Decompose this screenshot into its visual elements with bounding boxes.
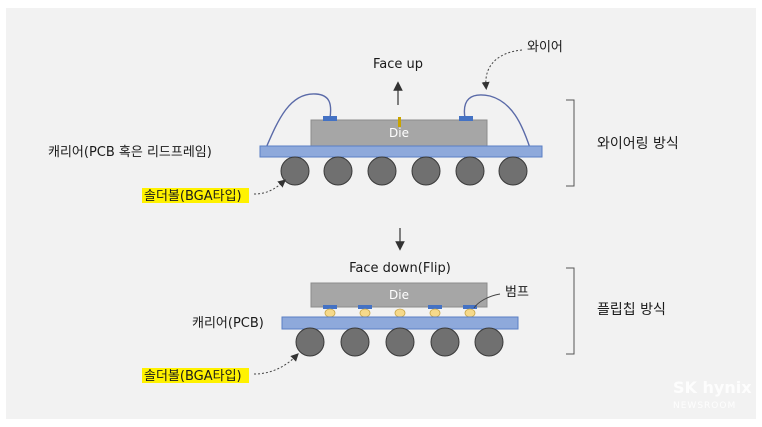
solder-ball (280, 156, 310, 186)
face-down-label: Face down(Flip) (349, 261, 451, 276)
right-bond-wire (463, 94, 531, 149)
die-facedown (310, 282, 488, 308)
wire-label: 와이어 (527, 40, 563, 55)
bump (394, 308, 406, 318)
die-label-top: Die (389, 126, 409, 140)
die-label-bottom: Die (389, 288, 409, 302)
solder-ball (340, 327, 370, 357)
solder-ball (385, 327, 415, 357)
bump (324, 308, 336, 318)
solder-ball (474, 327, 504, 357)
carrier-label-top: 캐리어(PCB 혹은 리드프레임) (48, 145, 212, 160)
brand-logo-text: SK hynix (673, 378, 752, 397)
left-bond-wire (265, 93, 332, 149)
bump (359, 308, 371, 318)
bump (464, 308, 476, 318)
solder-pointer-bottom (253, 353, 299, 375)
wire-bonding-package: Die Face up 와이어 캐리어(PCB 혹은 리드프레임) (48, 40, 679, 204)
carrier-top (259, 145, 543, 158)
wire-pointer (481, 49, 523, 90)
solder-ball (430, 327, 460, 357)
solder-ball (498, 156, 528, 186)
left-wire-pad (323, 116, 337, 121)
method-label-bottom: 플립칩 방식 (597, 302, 666, 318)
method-bracket-top (566, 99, 575, 187)
brand-logo: SK hynix NEWSROOM (673, 378, 752, 411)
solder-ball (367, 156, 397, 186)
brand-subtext: NEWSROOM (673, 401, 736, 411)
solder-label-highlight-top (142, 188, 249, 203)
bump-pointer (473, 293, 501, 309)
die-marker (398, 117, 401, 127)
solder-ball (411, 156, 441, 186)
flip-pad (358, 305, 372, 309)
flip-pad (428, 305, 442, 309)
method-bracket-bottom (566, 267, 575, 355)
flip-pad (463, 305, 477, 309)
carrier-label-bottom: 캐리어(PCB) (192, 316, 264, 331)
solder-ball (323, 156, 353, 186)
solder-label-bottom: 솔더볼(BGA타입) (144, 369, 242, 384)
diagram-background (6, 8, 756, 419)
bump (429, 308, 441, 318)
bumps (324, 308, 476, 318)
carrier-bottom (281, 316, 519, 330)
solder-label-top: 솔더볼(BGA타입) (144, 189, 242, 204)
flip-pad (323, 305, 337, 309)
right-wire-pad (459, 116, 473, 121)
method-label-top: 와이어링 방식 (597, 136, 679, 152)
solder-balls-bottom (295, 327, 504, 357)
face-up-label: Face up (373, 57, 423, 72)
solder-ball (295, 327, 325, 357)
solder-balls-top (280, 156, 528, 186)
solder-ball (455, 156, 485, 186)
flip-chip-package: Face down(Flip) Die (142, 261, 666, 384)
bump-label: 범프 (505, 285, 529, 300)
solder-pointer-top (253, 179, 287, 195)
solder-label-highlight-bottom (142, 368, 249, 383)
